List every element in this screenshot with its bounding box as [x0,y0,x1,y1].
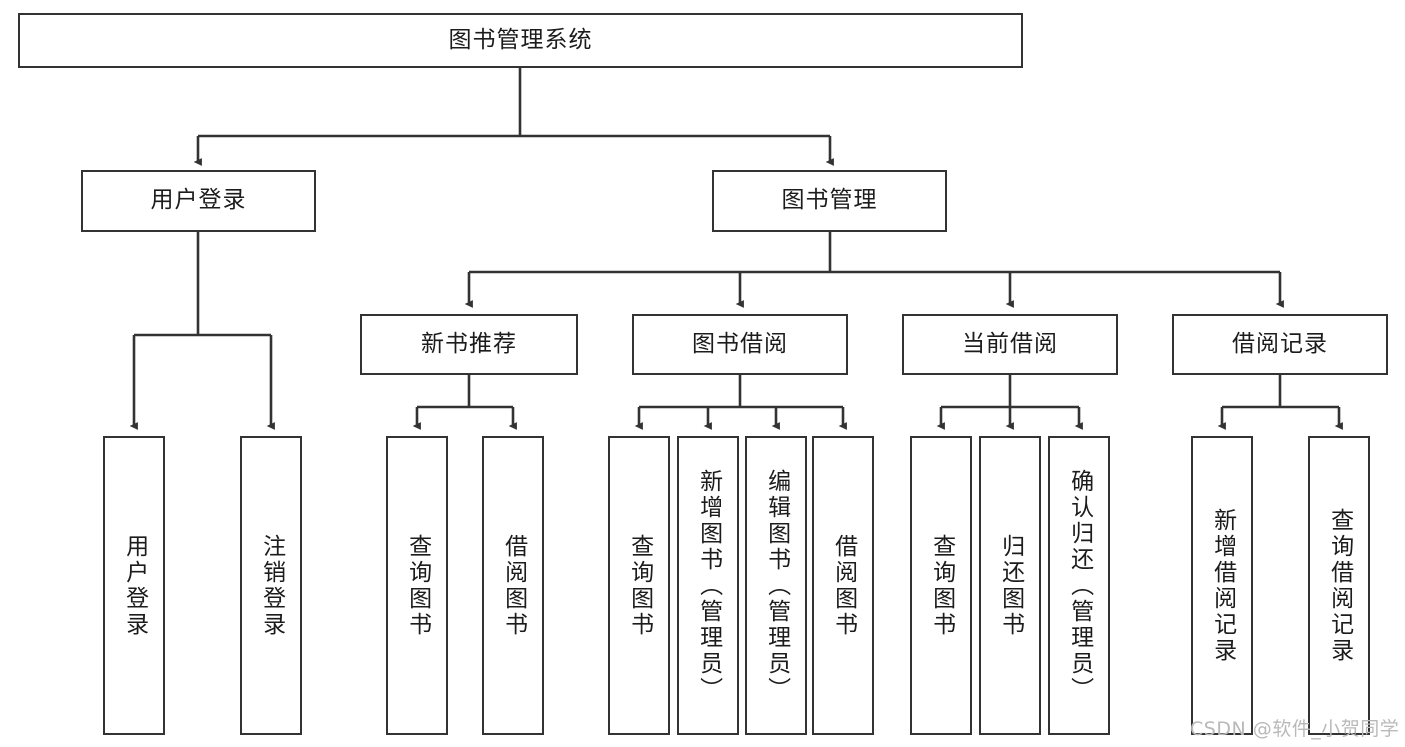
leaf-borrow-record-query[interactable]: 查询借阅记录 [1308,436,1370,735]
leaf-book-borrow-query[interactable]: 查询图书 [608,436,670,735]
node-label: 归还图书 [997,533,1024,638]
node-current-borrow[interactable]: 当前借阅 [902,314,1118,375]
node-new-book-recommend[interactable]: 新书推荐 [360,314,578,375]
node-label: 查询图书 [626,533,653,638]
node-label: 用户登录 [121,533,148,638]
node-label: 编辑图书（管理员） [763,468,790,703]
node-label: 查询借阅记录 [1326,507,1353,664]
leaf-book-borrow-edit[interactable]: 编辑图书（管理员） [745,436,807,735]
node-label: 图书借阅 [692,330,788,357]
node-label: 用户登录 [150,187,247,214]
leaf-current-borrow-query[interactable]: 查询图书 [910,436,972,735]
leaf-user-login-logout[interactable]: 注销登录 [240,436,302,735]
leaf-new-book-borrow[interactable]: 借阅图书 [482,436,544,735]
node-label: 借阅图书 [830,533,857,638]
node-label: 图书管理系统 [448,26,593,53]
node-label: 借阅图书 [500,533,527,638]
node-label: 查询图书 [928,533,955,638]
node-label: 图书管理 [781,187,878,214]
node-book-management[interactable]: 图书管理 [712,170,947,232]
leaf-current-borrow-confirm-return[interactable]: 确认归还（管理员） [1048,436,1110,735]
node-label: 新书推荐 [421,330,517,357]
watermark-text: CSDN @软件_小贺同学 [1190,718,1400,740]
leaf-book-borrow-add[interactable]: 新增图书（管理员） [677,436,739,735]
node-label: 注销登录 [258,533,285,638]
leaf-borrow-record-add[interactable]: 新增借阅记录 [1191,436,1253,735]
leaf-new-book-query[interactable]: 查询图书 [386,436,448,735]
node-label: 查询图书 [404,533,431,638]
leaf-book-borrow-borrow[interactable]: 借阅图书 [812,436,874,735]
node-book-borrow[interactable]: 图书借阅 [632,314,848,375]
node-label: 当前借阅 [962,330,1058,357]
node-label: 新增借阅记录 [1209,507,1236,664]
node-user-login[interactable]: 用户登录 [81,170,316,232]
leaf-current-borrow-return[interactable]: 归还图书 [979,436,1041,735]
node-label: 借阅记录 [1232,330,1328,357]
leaf-user-login-login[interactable]: 用户登录 [103,436,165,735]
node-label: 新增图书（管理员） [695,468,722,703]
node-label: 确认归还（管理员） [1066,468,1093,703]
node-borrow-record[interactable]: 借阅记录 [1172,314,1388,375]
node-root-book-management-system[interactable]: 图书管理系统 [18,13,1023,68]
